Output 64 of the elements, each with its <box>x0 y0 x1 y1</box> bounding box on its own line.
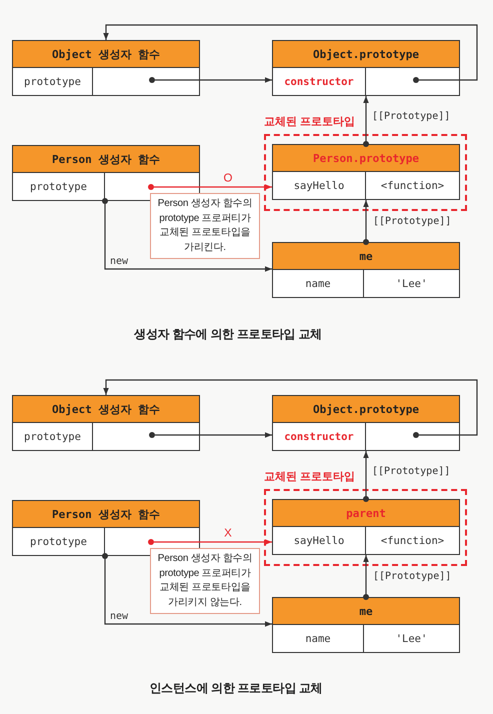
edge-label: [[Prototype]] <box>373 572 452 582</box>
edge-label: new <box>110 612 128 622</box>
connector-arrow <box>103 379 478 436</box>
table-header: Object.prototype <box>273 396 459 423</box>
edge-label: [[Prototype]] <box>372 112 450 122</box>
property-table <box>272 499 460 555</box>
property-name: constructor <box>273 68 366 95</box>
table-header: parent <box>273 500 459 527</box>
edge-label: [[Prototype]] <box>372 467 450 477</box>
property-name: sayHello <box>273 172 366 199</box>
table-header: Object 생성자 함수 <box>13 396 199 423</box>
table-header: Object.prototype <box>273 41 459 68</box>
property-table <box>272 597 460 653</box>
property-name: name <box>273 625 364 652</box>
connector-arrow <box>103 24 478 81</box>
dot-icon <box>148 432 154 438</box>
table-header: Object 생성자 함수 <box>13 41 199 68</box>
property-value: <function> <box>380 534 446 548</box>
property-table <box>272 242 460 298</box>
connector-arrow <box>154 184 272 190</box>
property-value: <function> <box>380 178 446 194</box>
group-heading: 교체된 프로토타입 <box>264 115 356 129</box>
property-value: 'Lee' <box>394 276 428 292</box>
connector-arrow <box>155 432 272 438</box>
dot-icon <box>148 184 154 190</box>
property-table <box>272 144 460 200</box>
connector-arrow <box>102 198 272 272</box>
dot-icon <box>148 538 154 544</box>
connector-arrow <box>363 96 369 147</box>
connector-arrow <box>363 451 369 502</box>
property-table <box>272 395 460 451</box>
edge-label: [[Prototype]] <box>373 217 452 227</box>
connector-arrow <box>363 555 369 600</box>
property-name: prototype <box>13 173 105 200</box>
edge-label: new <box>110 257 128 267</box>
figure-caption: 생성자 함수에 의한 프로토타입 교체 <box>134 326 322 343</box>
property-table <box>272 40 460 96</box>
group-heading: 교체된 프로토타입 <box>264 470 356 484</box>
dot-icon <box>412 432 418 438</box>
property-name: constructor <box>273 423 366 450</box>
edge-label: O <box>224 173 232 185</box>
property-name: prototype <box>13 68 93 95</box>
connector-arrow <box>154 539 272 545</box>
connector-arrow <box>102 553 272 627</box>
property-value: 'Lee' <box>394 632 428 646</box>
dot-icon <box>148 76 154 82</box>
dot-icon <box>412 76 418 82</box>
property-table <box>12 40 200 96</box>
table-header: Person 생성자 함수 <box>13 146 199 173</box>
table-header: Person.prototype <box>273 145 459 172</box>
table-header: me <box>273 243 459 270</box>
callout-note: Person 생성자 함수의 prototype 프로퍼티가 교체된 프로토타입을 가리키지 않는다. <box>150 548 260 614</box>
table-header: me <box>273 598 459 625</box>
edge-label: X <box>224 528 232 540</box>
property-name: prototype <box>13 528 105 555</box>
property-name: prototype <box>13 423 93 450</box>
property-table <box>12 395 200 451</box>
callout-note: Person 생성자 함수의 prototype 프로퍼티가 교체된 프로토타입을 가리킨다. <box>150 193 260 259</box>
property-name: sayHello <box>273 527 366 554</box>
connector-arrow <box>155 77 272 83</box>
figure-caption: 인스턴스에 의한 프로토타입 교체 <box>150 680 322 697</box>
connector-arrow <box>363 200 369 245</box>
table-header: Person 생성자 함수 <box>13 501 199 528</box>
property-name: name <box>273 270 364 297</box>
